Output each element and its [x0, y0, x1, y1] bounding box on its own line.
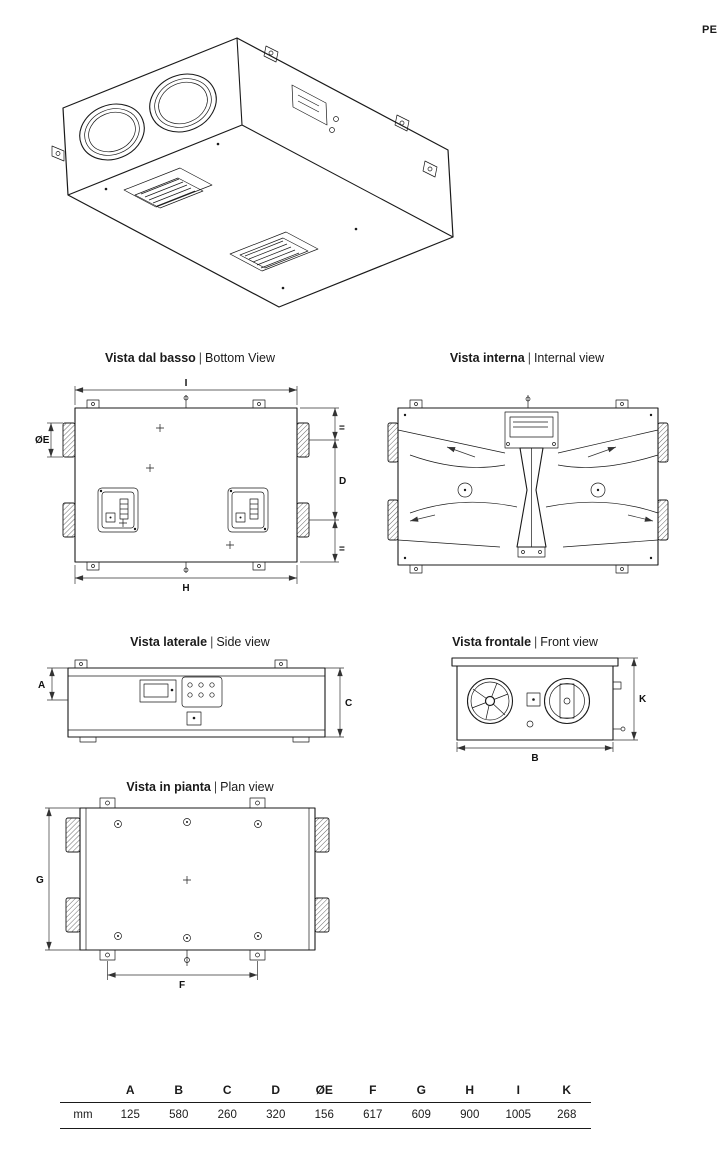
plan-view-body — [79, 797, 316, 966]
internal-view-duct-spigots — [387, 422, 669, 541]
bottom-view-body — [74, 395, 298, 573]
table-value-B: 580 — [169, 1109, 189, 1121]
table-header-A: A — [125, 1083, 135, 1097]
side-view-drawing: A C — [38, 659, 352, 743]
dimension-G: G — [36, 807, 80, 951]
table-value-OE: 156 — [314, 1109, 334, 1121]
plan-view-holes — [114, 818, 262, 942]
title-separator: | — [198, 351, 203, 365]
front-view-title-it: Vista frontale — [452, 635, 532, 649]
table-value-I: 1005 — [505, 1109, 532, 1121]
bottom-view-access-panel — [227, 487, 269, 533]
front-view-fan — [543, 677, 591, 725]
side-view-title-it: Vista laterale — [130, 635, 208, 649]
dim-label-equals-bottom: = — [339, 544, 345, 555]
plan-view-title-it: Vista in pianta — [126, 780, 211, 794]
iso-bottom-access-panels — [104, 142, 358, 290]
front-view-drawing: B K — [451, 657, 647, 764]
bottom-view-title-it: Vista dal basso — [105, 351, 196, 365]
dimension-K: K — [613, 657, 647, 741]
table-header-H: H — [465, 1083, 475, 1097]
internal-view-body — [397, 395, 659, 574]
dim-label-OE: ØE — [35, 435, 50, 446]
title-separator: | — [213, 780, 218, 794]
dim-label-C: C — [345, 698, 352, 709]
side-view-title-en: Side view — [216, 635, 270, 649]
title-separator: | — [527, 351, 531, 365]
iso-body — [62, 37, 454, 308]
side-view-body — [67, 659, 326, 743]
dim-label-equals-top: = — [339, 423, 345, 434]
table-header-B: B — [174, 1083, 184, 1097]
dimension-D: = D = — [300, 407, 346, 563]
bottom-view-access-panel — [97, 487, 139, 533]
dimension-I: I — [74, 378, 298, 405]
iso-duct-spigots — [79, 73, 217, 161]
table-value-K: 268 — [557, 1109, 577, 1121]
front-view-title-en: Front view — [540, 635, 598, 649]
isometric-view-drawing — [51, 37, 454, 308]
table-value-A: 125 — [120, 1109, 140, 1121]
bottom-view-drawing: I ØE = D = H — [35, 378, 346, 594]
side-view-title: Vista laterale|Side view — [70, 635, 330, 649]
dimension-C: C — [325, 667, 352, 738]
iso-electrical-box — [291, 84, 339, 133]
dimensions-table: A B C D ØE F G H I K mm 125 580 260 320 … — [60, 1080, 591, 1129]
dim-label-G: G — [36, 875, 44, 886]
internal-baffles — [397, 429, 659, 558]
side-view-control-panel — [139, 676, 223, 726]
table-values-row: mm 125 580 260 320 156 617 609 900 1005 … — [60, 1103, 591, 1129]
internal-view-title-en: Internal view — [533, 351, 605, 365]
table-header-row: A B C D ØE F G H I K — [60, 1080, 591, 1103]
front-view-body — [451, 657, 622, 741]
page-corner-label: PE — [702, 24, 717, 36]
dimension-H: H — [74, 565, 298, 594]
front-view-fan — [466, 677, 514, 725]
title-separator: | — [534, 635, 538, 649]
plan-view-title: Vista in pianta|Plan view — [70, 780, 330, 794]
dimension-OE: ØE — [35, 422, 63, 458]
dimension-B: B — [456, 742, 614, 764]
table-header-G: G — [416, 1083, 426, 1097]
plan-view-title-en: Plan view — [220, 780, 274, 794]
table-corner-cell — [60, 1087, 106, 1095]
bottom-view-duct-spigots — [62, 422, 310, 538]
internal-control-box — [504, 411, 559, 449]
table-header-OE: ØE — [315, 1083, 333, 1097]
internal-heat-exchanger — [516, 447, 547, 548]
bottom-view-title: Vista dal basso|Bottom View — [60, 351, 320, 365]
plan-view-drawing: G F — [36, 797, 330, 991]
table-value-F: 617 — [363, 1109, 383, 1121]
table-value-D: 320 — [266, 1109, 286, 1121]
internal-airflow-arrows — [409, 446, 654, 522]
dim-label-F: F — [179, 980, 185, 991]
dimension-A: A — [38, 667, 68, 701]
front-view-title: Vista frontale|Front view — [395, 635, 655, 649]
table-header-F: F — [369, 1083, 377, 1097]
table-value-G: 609 — [411, 1109, 431, 1121]
dim-label-H: H — [182, 583, 189, 594]
table-header-I: I — [516, 1083, 520, 1097]
iso-mounting-brackets — [51, 45, 438, 178]
dim-label-K: K — [639, 694, 647, 705]
dim-label-B: B — [531, 753, 538, 764]
dim-label-I: I — [185, 378, 188, 389]
internal-view-title-it: Vista interna — [449, 351, 525, 365]
table-unit-label: mm — [73, 1109, 93, 1121]
dim-label-D: D — [339, 476, 346, 487]
table-value-C: 260 — [217, 1109, 237, 1121]
table-value-H: 900 — [460, 1109, 480, 1121]
dim-label-A: A — [38, 680, 45, 691]
internal-view-title: Vista interna|Internal view — [397, 351, 657, 365]
table-header-K: K — [562, 1083, 572, 1097]
plan-view-duct-spigots — [65, 817, 330, 933]
internal-view-drawing — [387, 395, 669, 574]
table-header-D: D — [271, 1083, 281, 1097]
front-view-details — [526, 692, 626, 732]
bottom-view-cross-marks — [119, 424, 234, 549]
table-header-C: C — [222, 1083, 232, 1097]
bottom-view-title-en: Bottom View — [205, 351, 275, 365]
dimension-F: F — [107, 961, 258, 991]
title-separator: | — [210, 635, 214, 649]
